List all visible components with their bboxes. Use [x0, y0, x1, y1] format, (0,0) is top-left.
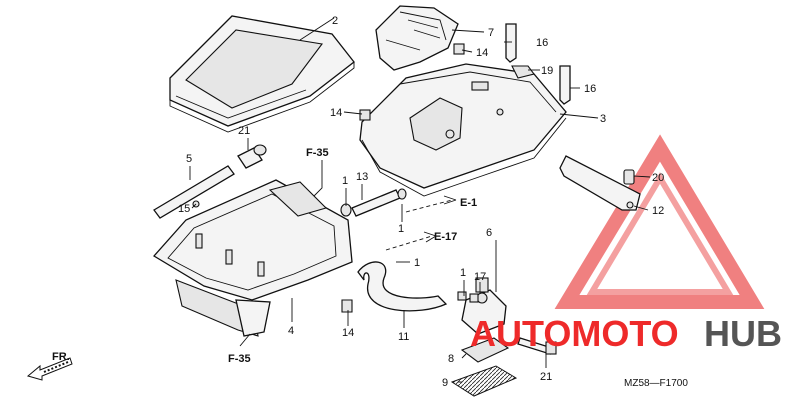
- reference-labels: F-35 F-35 E-1 E-17: [228, 147, 477, 365]
- callout-17: 17: [474, 271, 486, 283]
- callout-15: 15: [178, 203, 190, 215]
- mounting-bracket: [559, 155, 641, 211]
- callout-1-c: 1: [414, 257, 420, 269]
- callout-9: 9: [442, 377, 448, 389]
- leader-lines: [189, 17, 651, 383]
- curved-hose: [357, 261, 448, 312]
- watermark-brand-right: HUB: [704, 313, 782, 354]
- callout-4: 4: [288, 325, 294, 337]
- callout-10: 11: [398, 331, 409, 343]
- callout-13: 14: [342, 327, 354, 339]
- callout-1-b: 1: [398, 223, 404, 235]
- callout-7: 7: [488, 27, 494, 39]
- bolt-16: [505, 23, 571, 105]
- callout-16-top: 16: [536, 37, 548, 49]
- callout-18: 19: [541, 65, 553, 77]
- diagram-code: MZ58—F1700: [624, 378, 688, 389]
- gasket: [460, 337, 510, 363]
- intake-duct: [375, 5, 459, 71]
- front-direction-arrow: FR.: [26, 351, 73, 381]
- callout-14-left: 14: [330, 107, 342, 119]
- upper-housing: [359, 63, 567, 197]
- callout-6: 6: [486, 227, 492, 239]
- lower-case: [152, 179, 353, 337]
- callout-1-a: 1: [342, 175, 348, 187]
- callout-19: 20: [652, 172, 664, 184]
- callout-12: 13: [356, 171, 368, 183]
- air-cleaner-cover: [169, 15, 355, 133]
- drain-plug: [237, 144, 267, 169]
- callout-3: 3: [600, 113, 606, 125]
- watermark-logo: [554, 134, 765, 309]
- callout-5: 5: [186, 153, 192, 165]
- ref-f35-top: F-35: [306, 147, 329, 159]
- drain-tube: [153, 165, 235, 219]
- callout-16-right: 16: [584, 83, 596, 95]
- watermark-text: AUTOMOTO HUB: [470, 313, 782, 354]
- callout-21: 21: [540, 371, 552, 383]
- ref-e1: E-1: [460, 197, 477, 209]
- bolt-21: [517, 337, 557, 355]
- callout-20: 21: [238, 125, 250, 137]
- callout-14-top: 14: [476, 47, 488, 59]
- ref-f35-bottom: F-35: [228, 353, 251, 365]
- callout-2: 2: [332, 15, 338, 27]
- callout-1-d: 1: [460, 267, 466, 279]
- grommet: [623, 169, 635, 185]
- watermark-brand-left: AUTOMOTO: [470, 313, 679, 354]
- callout-8: 8: [448, 353, 454, 365]
- fr-label: FR.: [52, 351, 70, 363]
- breather-hose: [340, 188, 407, 217]
- ref-e17: E-17: [434, 231, 457, 243]
- cover-plate: [450, 365, 518, 397]
- small-hardware: [341, 43, 535, 313]
- callout-11: 12: [652, 205, 664, 217]
- callout-labels: 2 7 14 16 19 16 3 14 20 12 21 5 15 4 1 1…: [178, 15, 664, 389]
